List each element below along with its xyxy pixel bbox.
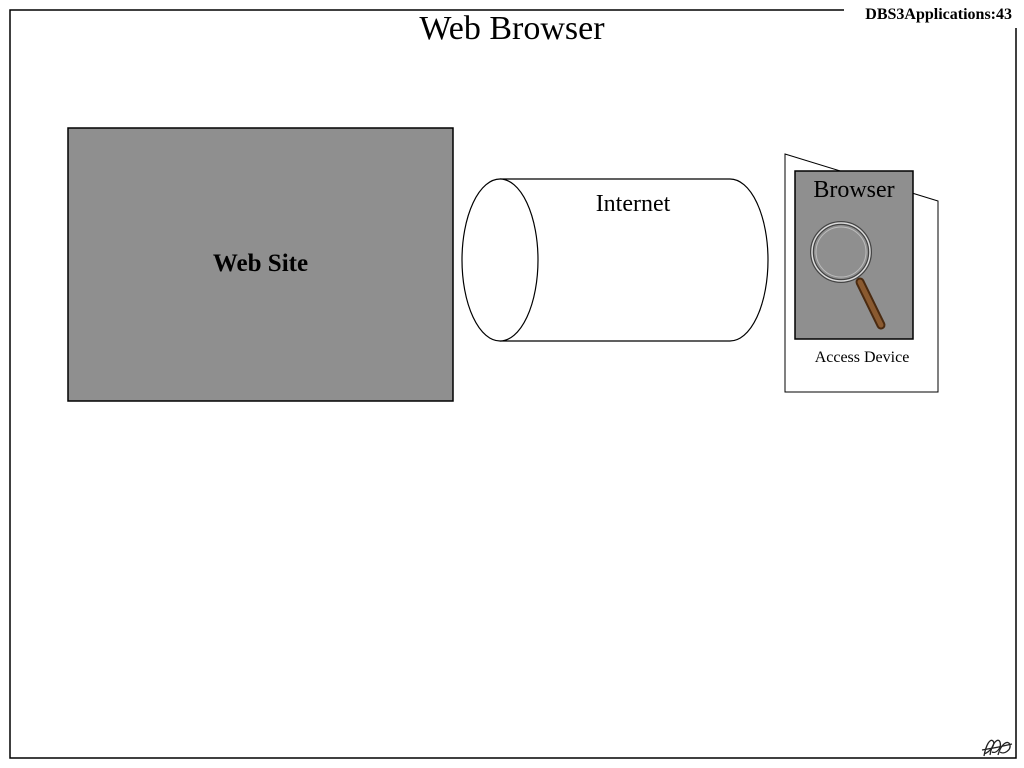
internet-label: Internet xyxy=(595,191,671,217)
footer-logo xyxy=(981,739,1013,757)
slide-title: Web Browser xyxy=(419,10,605,47)
slide-id: DBS3Applications:43 xyxy=(865,6,1012,23)
browser-label: Browser xyxy=(813,177,895,203)
slide-frame xyxy=(9,9,1017,759)
website-box xyxy=(67,127,454,402)
browser-screen xyxy=(794,170,914,340)
website-label: Web Site xyxy=(212,250,309,277)
access-device-label: Access Device xyxy=(814,349,910,366)
internet-cylinder xyxy=(461,178,769,342)
magnifying-glass-icon xyxy=(810,221,886,330)
